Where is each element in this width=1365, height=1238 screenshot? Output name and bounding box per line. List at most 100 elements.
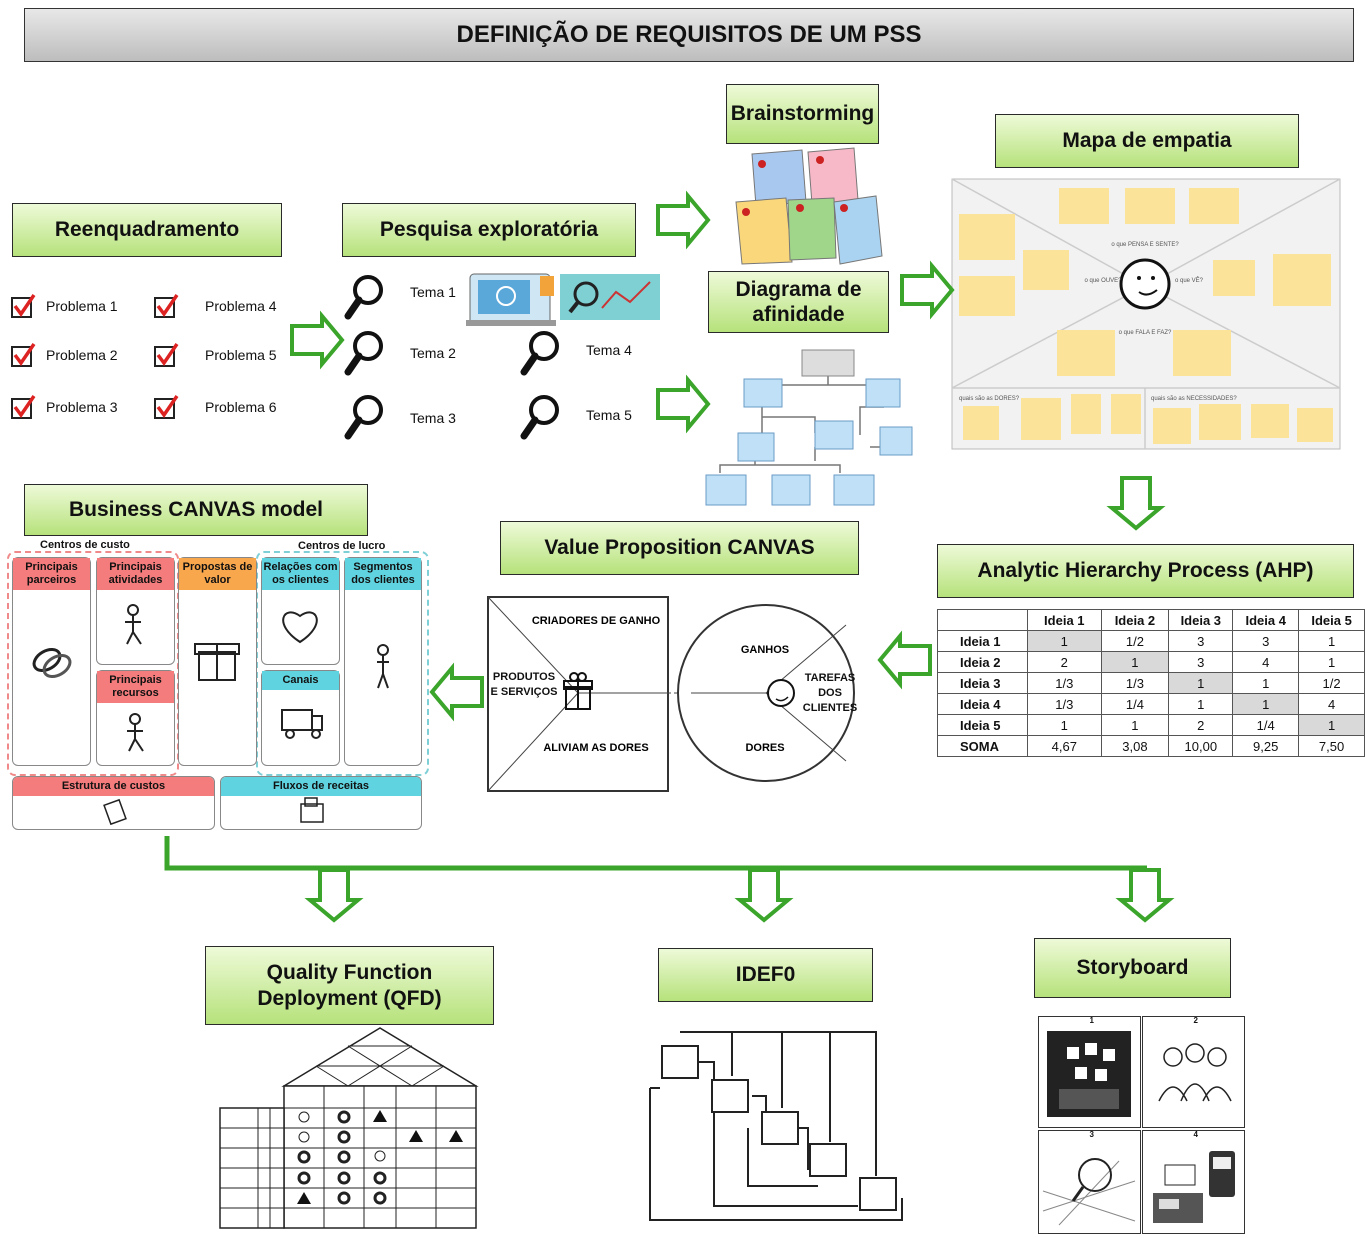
bmc-recursos-label: Principais recursos	[97, 671, 174, 703]
face-icon	[1119, 258, 1171, 310]
truck-icon	[281, 709, 323, 739]
vpc-ganhos-label: GANHOS	[741, 644, 789, 656]
function-box	[859, 1177, 897, 1211]
bmc-relacoes-cell: Relações com os clientes	[261, 557, 340, 665]
tema-label: Tema 5	[586, 407, 632, 423]
vpc-dores-label: DORES	[745, 742, 784, 754]
chain-link-icon	[32, 648, 72, 678]
gift-icon	[563, 672, 593, 710]
centros-custo-label: Centros de custo	[40, 539, 130, 551]
vpc-criadores-label: CRIADORES DE GANHO	[532, 615, 661, 627]
node-box	[771, 474, 811, 506]
table-cell: Ideia 2	[936, 651, 1029, 673]
vpc-aliviam-label: ALIVIAM AS DORES	[543, 742, 648, 754]
vpc-produtos-label: PRODUTOS E SERVIÇOS	[490, 671, 558, 698]
problem-label: Problema 1	[46, 298, 118, 314]
bmc-segmentos-label: Segmentos dos clientes	[345, 558, 421, 590]
node-box	[865, 378, 901, 408]
bmc-propostas-cell: Propostas de valor	[178, 557, 257, 766]
qfd-house-illustration	[219, 1027, 479, 1229]
page-title: DEFINIÇÃO DE REQUISITOS DE UM PSS	[24, 8, 1354, 62]
table-cell: 4,67	[1027, 735, 1102, 757]
arrow-left-icon	[430, 666, 484, 718]
table-cell: 1	[1232, 693, 1300, 715]
centros-lucro-label: Centros de lucro	[298, 540, 386, 552]
app-icons-scene	[1047, 1031, 1131, 1117]
heart-icon	[282, 611, 318, 644]
research-laptop-icon	[466, 273, 556, 326]
tema-label: Tema 4	[586, 342, 632, 358]
bmc-atividades-label: Principais atividades	[97, 558, 174, 590]
city-map-scene	[1042, 1158, 1136, 1226]
empathy-right-label: o que VÊ?	[1175, 276, 1204, 284]
storyboard-box: Storyboard	[1034, 938, 1231, 998]
arrow-right-icon	[900, 264, 954, 316]
value-proposition-box: Value Proposition CANVAS	[500, 521, 859, 575]
arrow-right-icon	[656, 378, 710, 430]
function-box	[711, 1079, 749, 1113]
storyboard-frame: 3	[1038, 1130, 1141, 1234]
function-box	[761, 1111, 799, 1145]
checkbox-checked-icon	[154, 395, 179, 419]
arrow-right-icon	[290, 314, 344, 366]
storyboard-frame: 1	[1038, 1016, 1141, 1128]
table-cell: 7,50	[1298, 735, 1365, 757]
ahp-table: Ideia 1 Ideia 2 Ideia 3 Ideia 4 Ideia 5 …	[936, 609, 1365, 757]
arrow-down-icon	[738, 868, 790, 922]
affinity-diagram-illustration	[705, 349, 913, 506]
bmc-canais-label: Canais	[262, 671, 339, 690]
arrow-down-icon	[1119, 868, 1171, 922]
arrow-right-icon	[656, 194, 710, 246]
worker-icon	[125, 604, 142, 645]
node-box	[814, 420, 854, 450]
problem-label: Problema 6	[205, 399, 277, 415]
table-cell: SOMA	[936, 735, 1029, 757]
sticky-note-icon	[735, 197, 793, 265]
bmc-estrutura-cell: Estrutura de custos	[12, 776, 215, 830]
table-header	[936, 609, 1029, 631]
bmc-relacoes-label: Relações com os clientes	[262, 558, 339, 590]
table-cell: 1	[1298, 651, 1365, 673]
gift-box-icon	[194, 643, 240, 681]
node-box	[833, 474, 875, 506]
reenquadramento-box: Reenquadramento	[12, 203, 282, 257]
problem-label: Problema 2	[46, 347, 118, 363]
analytics-search-icon	[560, 274, 660, 320]
person-icon	[127, 713, 144, 752]
bmc-segmentos-cell: Segmentos dos clientes	[344, 557, 422, 766]
tema-label: Tema 3	[410, 410, 456, 426]
checkbox-checked-icon	[154, 343, 179, 367]
arrow-left-icon	[878, 634, 932, 686]
table-cell: 1/3	[1027, 672, 1102, 694]
frame-number: 4	[1193, 1130, 1198, 1139]
function-box	[809, 1143, 847, 1177]
payment-scene	[1153, 1151, 1235, 1223]
sticky-note-icon	[787, 197, 837, 261]
cash-register-icon	[300, 797, 324, 823]
empathy-left-label: o que OUVE?	[1084, 278, 1122, 284]
vpc-tarefas-label: TAREFAS DOS CLIENTES	[802, 672, 858, 714]
bmc-recursos-cell: Principais recursos	[96, 670, 175, 766]
frame-number: 1	[1089, 1016, 1094, 1025]
table-header: Ideia 5	[1298, 609, 1365, 631]
bmc-parceiros-label: Principais parceiros	[13, 558, 90, 590]
node-box	[737, 432, 775, 462]
receipt-icon	[103, 798, 127, 826]
node-box	[879, 426, 913, 456]
empathy-top-label: o que PENSA E SENTE?	[1111, 242, 1179, 248]
idef0-box: IDEF0	[658, 948, 873, 1002]
empathy-bottom-label: o que FALA E FAZ?	[1119, 330, 1172, 336]
table-header: Ideia 3	[1168, 609, 1234, 631]
pesquisa-exploratoria-box: Pesquisa exploratória	[342, 203, 636, 257]
bmc-estrutura-label: Estrutura de custos	[13, 777, 214, 796]
bmc-atividades-cell: Principais atividades	[96, 557, 175, 665]
empathy-dores-label: quais são as DORES?	[959, 396, 1020, 402]
sticky-notes-illustration	[735, 147, 883, 265]
checkbox-checked-icon	[11, 343, 36, 367]
temas-illustration	[340, 273, 660, 448]
bmc-propostas-label: Propostas de valor	[179, 558, 256, 590]
